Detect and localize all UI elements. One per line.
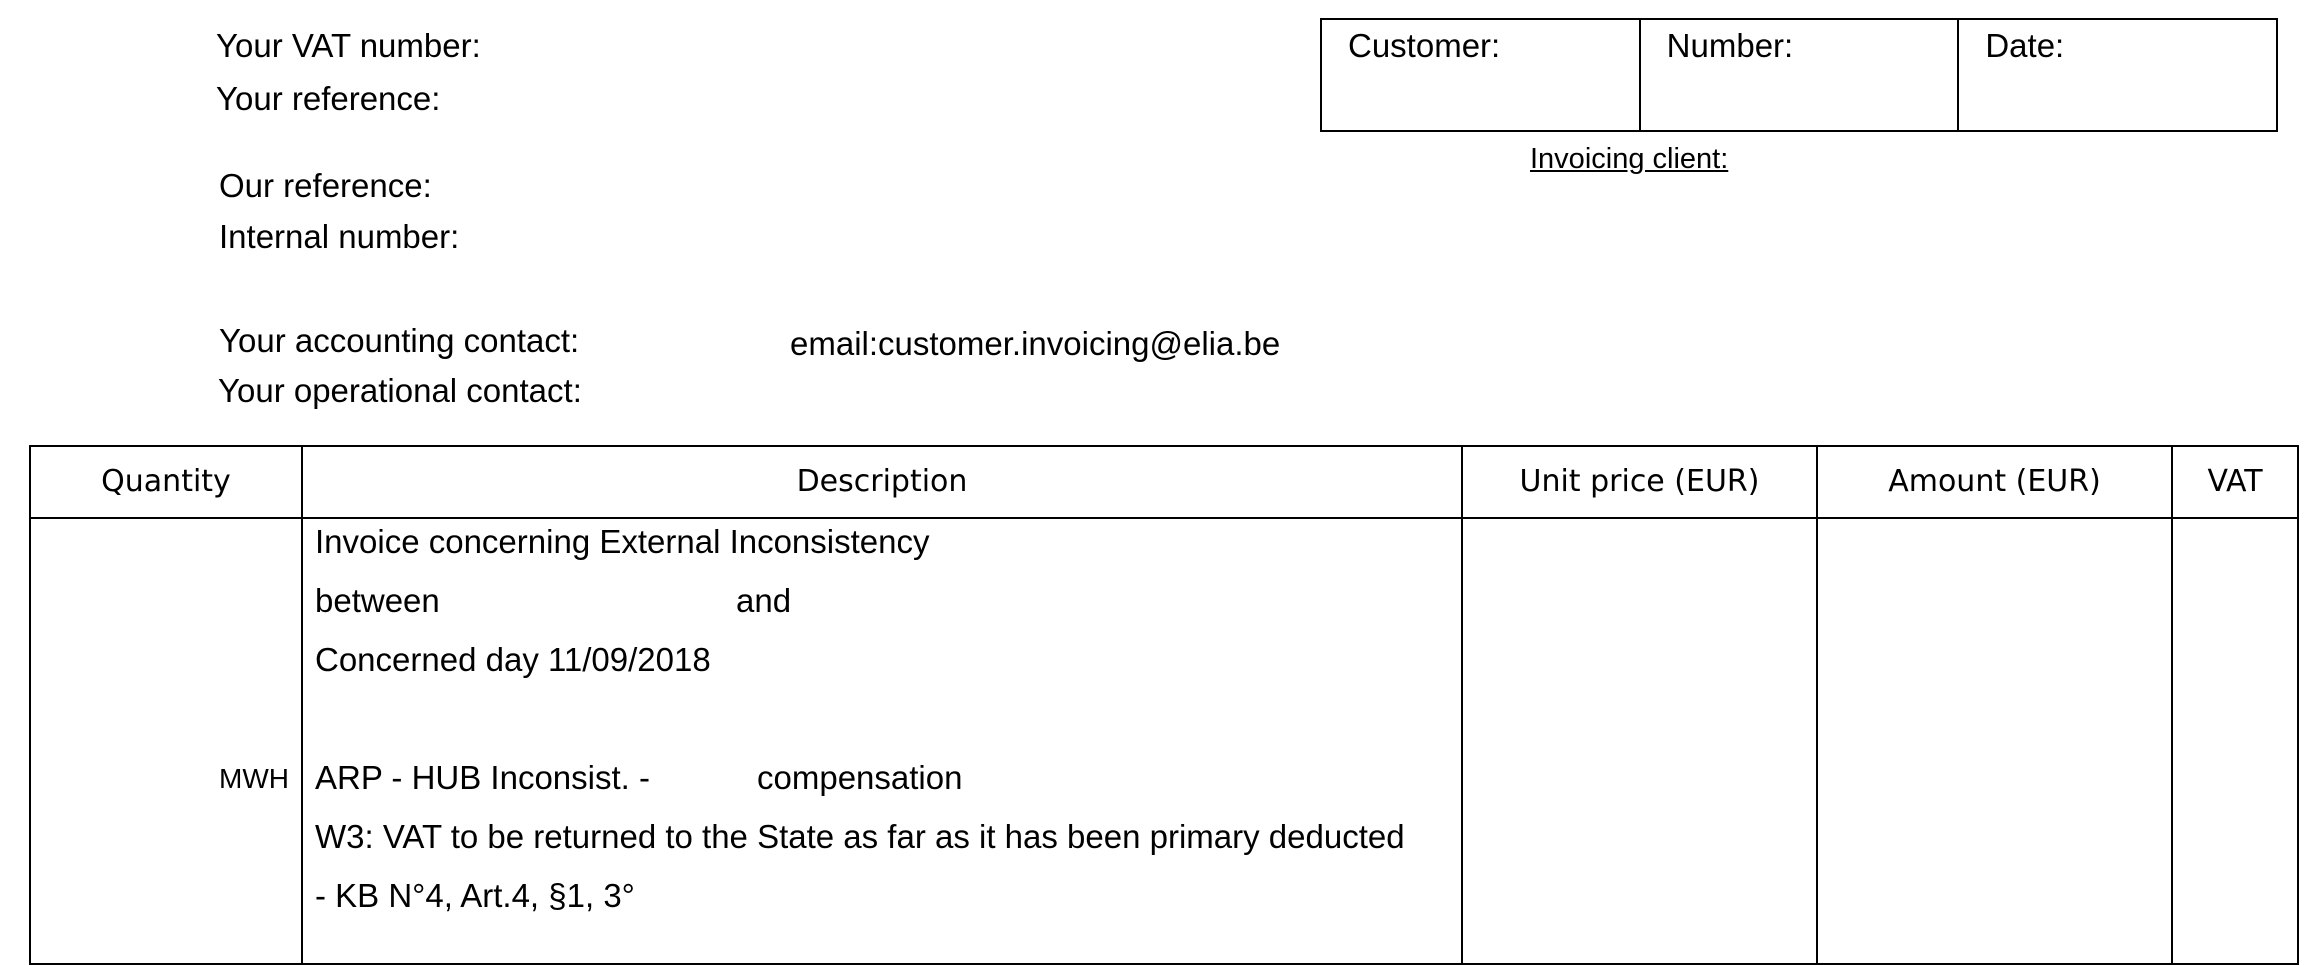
header-vat: VAT xyxy=(2207,464,2263,499)
column-divider xyxy=(2171,447,2173,963)
accounting-contact-label: Your accounting contact: xyxy=(219,322,580,359)
number-label: Number: xyxy=(1666,27,1794,64)
desc-arp-hub: ARP - HUB Inconsist. - xyxy=(315,759,650,796)
desc-w3-vat-note: W3: VAT to be returned to the State as f… xyxy=(315,818,1405,855)
header-amount: Amount (EUR) xyxy=(1888,464,2101,499)
invoice-table: Quantity Description Unit price (EUR) Am… xyxy=(29,445,2299,965)
quantity-unit: MWH xyxy=(219,763,289,794)
desc-between: between xyxy=(315,582,440,619)
header-quantity: Quantity xyxy=(101,464,231,499)
desc-and: and xyxy=(736,582,792,619)
date-label: Date: xyxy=(1985,27,2065,64)
date-cell: Date: xyxy=(1959,20,2276,130)
number-cell: Number: xyxy=(1641,20,1960,130)
column-divider xyxy=(1816,447,1818,963)
invoicing-client-label: Invoicing client: xyxy=(1530,143,1729,175)
column-divider xyxy=(1461,447,1463,963)
internal-number-label: Internal number: xyxy=(219,218,460,255)
vat-number-label: Your VAT number: xyxy=(216,27,481,64)
desc-compensation: compensation xyxy=(757,759,963,796)
column-divider xyxy=(301,447,303,963)
invoice-info-box: Customer: Number: Date: xyxy=(1320,18,2278,132)
desc-kb-reference: - KB N°4, Art.4, §1, 3° xyxy=(315,877,635,914)
customer-cell: Customer: xyxy=(1322,20,1641,130)
accounting-email: email:customer.invoicing@elia.be xyxy=(790,325,1281,362)
desc-line-invoice: Invoice concerning External Inconsistenc… xyxy=(315,523,930,560)
header-divider xyxy=(31,517,2297,519)
our-reference-label: Our reference: xyxy=(219,167,432,204)
desc-concerned-day: Concerned day 11/09/2018 xyxy=(315,641,711,678)
operational-contact-label: Your operational contact: xyxy=(218,372,582,409)
customer-label: Customer: xyxy=(1348,27,1501,64)
header-unit-price: Unit price (EUR) xyxy=(1519,464,1760,499)
your-reference-label: Your reference: xyxy=(216,80,441,117)
header-description: Description xyxy=(796,464,968,499)
